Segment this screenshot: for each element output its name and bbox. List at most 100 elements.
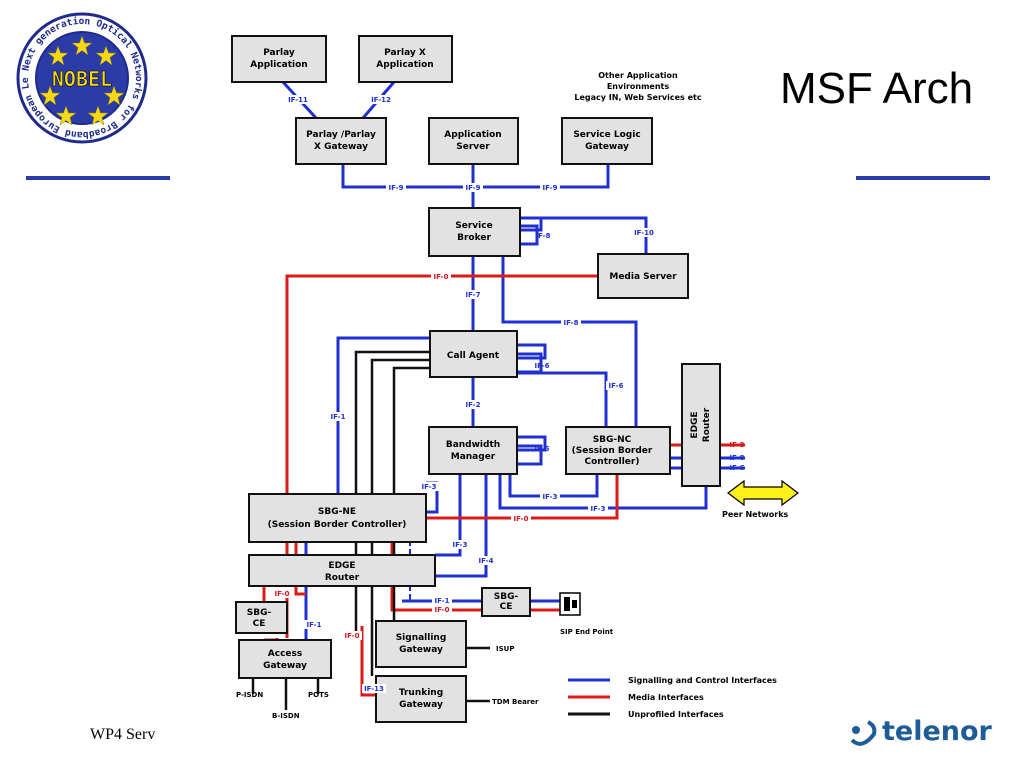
svg-text:IF-1: IF-1 <box>435 597 450 605</box>
svg-text:SBG-: SBG- <box>494 592 519 602</box>
svg-text:Signalling: Signalling <box>396 633 447 643</box>
svg-text:Gateway: Gateway <box>399 700 443 710</box>
legend-unprofiled: Unprofiled Interfaces <box>628 710 724 719</box>
svg-text:SBG-: SBG- <box>247 608 272 618</box>
svg-text:SBG-NE: SBG-NE <box>318 507 356 517</box>
other-environments-note: Other Application Environments Legacy IN… <box>574 71 701 102</box>
svg-text:IF-5: IF-5 <box>535 445 550 453</box>
legend: Signalling and Control Interfaces Media … <box>568 676 777 719</box>
interface-labels: IF-11 IF-12 IF-9 IF-9 IF-9 IF-8 IF-10 IF… <box>272 95 745 693</box>
svg-text:IF-12: IF-12 <box>371 96 391 104</box>
svg-text:IF-6: IF-6 <box>535 362 550 370</box>
pots-label: POTS <box>308 691 329 699</box>
box-parlay-gateway: Parlay /Parlay X Gateway <box>295 117 387 165</box>
svg-text:Other Application: Other Application <box>598 71 678 80</box>
peer-networks-arrow: Peer Networks <box>722 479 799 519</box>
svg-text:(Session Border Controller): (Session Border Controller) <box>268 520 407 530</box>
svg-text:Parlay: Parlay <box>263 48 295 58</box>
svg-text:Gateway: Gateway <box>263 661 307 671</box>
nobel-logo: Next generation Optical Networks for Bro… <box>14 10 148 144</box>
svg-text:IF-0: IF-0 <box>345 632 360 640</box>
svg-text:IF-0: IF-0 <box>435 606 450 614</box>
svg-text:EDGE: EDGE <box>328 561 355 571</box>
box-edge-router-right: EDGE Router <box>681 363 721 487</box>
box-edge-router-left: EDGE Router <box>248 554 436 587</box>
legend-signalling: Signalling and Control Interfaces <box>628 676 777 685</box>
svg-text:SBG-NC: SBG-NC <box>593 435 632 445</box>
box-signalling-gateway: Signalling Gateway <box>375 620 467 668</box>
box-sbg-ce-right: SBG- CE <box>481 587 531 617</box>
svg-text:Media Server: Media Server <box>609 272 677 282</box>
box-bandwidth-manager: Bandwidth Manager <box>428 426 518 475</box>
svg-text:IF-6: IF-6 <box>730 464 745 472</box>
box-sbg-nc: SBG-NC (Session Border Controller) <box>565 426 671 475</box>
svg-text:Server: Server <box>456 142 490 152</box>
box-application-server: Application Server <box>428 117 519 165</box>
svg-text:CE: CE <box>500 602 513 612</box>
star-icon <box>47 45 69 66</box>
svg-text:IF-4: IF-4 <box>479 557 494 565</box>
svg-text:IF-9: IF-9 <box>543 184 558 192</box>
svg-text:IF-1: IF-1 <box>307 621 322 629</box>
box-service-logic-gateway: Service Logic Gateway <box>561 117 653 165</box>
svg-text:Controller): Controller) <box>585 457 640 467</box>
svg-text:SIP End Point: SIP End Point <box>560 628 614 636</box>
svg-text:X Gateway: X Gateway <box>314 142 368 152</box>
svg-text:IF-0: IF-0 <box>434 273 449 281</box>
svg-text:IF-0: IF-0 <box>514 515 529 523</box>
telenor-wordmark: telenor <box>882 716 992 747</box>
svg-text:Application: Application <box>376 60 433 70</box>
svg-text:IF-7: IF-7 <box>466 291 481 299</box>
star-icon <box>103 85 125 106</box>
logo-center-text: NOBEL <box>52 67 112 91</box>
svg-text:IF-10: IF-10 <box>634 229 654 237</box>
svg-text:IF-3: IF-3 <box>591 505 606 513</box>
svg-text:IF-8: IF-8 <box>564 319 579 327</box>
star-icon <box>55 105 77 126</box>
svg-text:IF-9: IF-9 <box>389 184 404 192</box>
svg-text:Application: Application <box>444 130 501 140</box>
box-access-gateway: Access Gateway <box>238 639 332 679</box>
isup-label: ISUP <box>496 645 514 653</box>
box-sbg-ce-left: SBG- CE <box>235 601 288 634</box>
svg-text:Service: Service <box>455 221 492 231</box>
svg-text:Gateway: Gateway <box>585 142 629 152</box>
box-trunking-gateway: Trunking Gateway <box>375 675 467 723</box>
svg-text:IF-6: IF-6 <box>609 382 624 390</box>
svg-text:IF-9: IF-9 <box>466 184 481 192</box>
svg-text:Gateway: Gateway <box>399 645 443 655</box>
telenor-brand: telenor <box>846 712 1006 752</box>
box-service-broker: Service Broker <box>428 207 521 257</box>
svg-text:Call Agent: Call Agent <box>447 351 500 361</box>
svg-text:IF-3: IF-3 <box>543 493 558 501</box>
svg-text:Access: Access <box>268 649 302 659</box>
slide-title: MSF Arch <box>780 64 974 113</box>
svg-text:IF-2: IF-2 <box>466 401 481 409</box>
b-isdn-label: B-ISDN <box>272 712 300 720</box>
svg-text:IF-8: IF-8 <box>730 454 745 462</box>
svg-text:IF-3: IF-3 <box>422 483 437 491</box>
svg-text:(Session Border: (Session Border <box>572 446 653 456</box>
star-icon <box>87 105 109 126</box>
box-parlay-x-application: Parlay X Application <box>358 35 453 83</box>
svg-text:IF-8: IF-8 <box>536 232 551 240</box>
svg-text:Trunking: Trunking <box>399 688 443 698</box>
svg-text:Environments: Environments <box>607 82 670 91</box>
svg-text:Application: Application <box>250 60 307 70</box>
svg-text:IF-3: IF-3 <box>453 541 468 549</box>
svg-text:Router: Router <box>702 407 712 442</box>
svg-text:Parlay X: Parlay X <box>384 48 426 58</box>
legend-media: Media Interfaces <box>628 693 704 702</box>
svg-text:Bandwidth: Bandwidth <box>446 440 500 450</box>
svg-text:CE: CE <box>253 619 266 629</box>
svg-text:IF-0: IF-0 <box>275 590 290 598</box>
box-call-agent: Call Agent <box>429 330 518 378</box>
box-sbg-ne: SBG-NE (Session Border Controller) <box>248 493 427 543</box>
sip-phone-icon: SIP End Point <box>559 592 614 636</box>
star-icon <box>71 35 93 56</box>
star-icon <box>39 85 61 106</box>
tdm-bearer-label: TDM Bearer <box>492 698 539 706</box>
svg-text:IF-11: IF-11 <box>288 96 308 104</box>
svg-text:EDGE: EDGE <box>690 411 700 438</box>
